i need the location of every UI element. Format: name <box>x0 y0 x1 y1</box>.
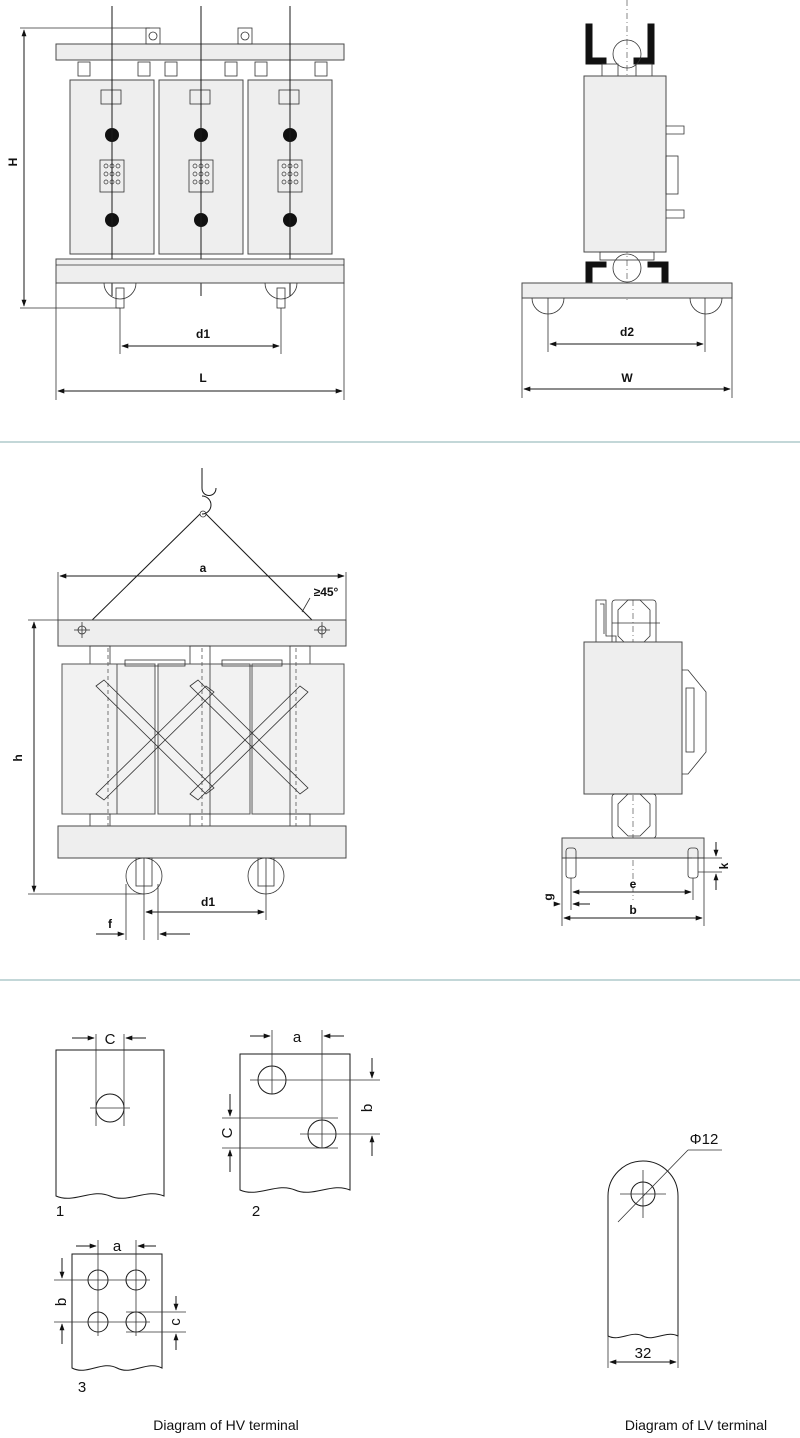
terminal-1-number: 1 <box>56 1203 64 1220</box>
bottom-clamp-left <box>585 261 607 284</box>
terminal-2-number: 2 <box>252 1203 260 1220</box>
hv-terminal-3: a b c 3 <box>53 1238 186 1396</box>
lift-top-yoke <box>57 619 347 647</box>
side-base <box>521 282 733 299</box>
terminal-2-C-label: C <box>219 1127 236 1138</box>
dim-L-label: L <box>199 371 206 385</box>
lv-terminal: Φ12 32 <box>607 1131 722 1368</box>
lift-base <box>57 825 347 859</box>
dim-h-label: h <box>11 754 25 761</box>
dim-b-label: b <box>629 903 636 917</box>
terminal-2-a-label: a <box>293 1029 302 1046</box>
side-view: d2 W <box>521 0 733 398</box>
side-detail-view: e b g k <box>541 599 731 926</box>
terminal-3-b-label: b <box>53 1298 70 1306</box>
caption-lv-terminal: Diagram of LV terminal <box>625 1417 767 1433</box>
terminal-1-C-label: C <box>105 1031 116 1048</box>
crane-hook <box>201 468 217 496</box>
sling-right <box>205 513 323 631</box>
dim-a-label: a <box>200 561 207 575</box>
lv-phi-label: Φ12 <box>690 1131 719 1148</box>
detail-coil-body <box>583 641 683 795</box>
terminal-2-b-label: b <box>359 1104 376 1112</box>
bottom-clamp-right <box>647 261 669 284</box>
lifting-view: a ≥45° <box>11 468 347 940</box>
dim-g-label: g <box>541 893 555 900</box>
dim-W-label: W <box>621 371 633 385</box>
lift-hole-right <box>240 31 250 41</box>
dim-H-label: H <box>6 158 20 167</box>
dim-k-label: k <box>717 862 731 869</box>
hv-terminal-2: a b C 2 <box>219 1029 380 1220</box>
terminal-3-c-label: c <box>167 1318 184 1326</box>
lift-lug-right <box>237 27 253 45</box>
dim-d1-label: d1 <box>196 327 210 341</box>
sling-left <box>81 513 201 631</box>
lift-lug-left <box>145 27 161 45</box>
lv-width-label: 32 <box>635 1345 652 1362</box>
terminal-3-a-label: a <box>113 1238 122 1255</box>
top-yoke <box>55 43 345 61</box>
base-frame <box>55 258 345 284</box>
lift-hole-left <box>148 31 158 41</box>
terminal-3-number: 3 <box>78 1379 86 1396</box>
hv-terminal-1: C 1 <box>55 1031 165 1220</box>
dim-d1-lift-label: d1 <box>201 895 215 909</box>
top-clamp-right <box>633 23 655 65</box>
front-view: H d1 L <box>6 6 345 400</box>
top-terminal-posts <box>77 61 328 77</box>
lift-coil-1 <box>61 663 118 815</box>
tap-holes <box>103 163 299 185</box>
dim-d2-label: d2 <box>620 325 634 339</box>
dim-f-label: f <box>108 917 113 931</box>
dim-e-label: e <box>630 877 637 891</box>
side-coil-body <box>583 75 667 253</box>
top-clamp-left <box>585 23 607 65</box>
angle-label: ≥45° <box>314 585 339 599</box>
caption-hv-terminal: Diagram of HV terminal <box>153 1417 299 1433</box>
cross-straps <box>95 679 309 801</box>
